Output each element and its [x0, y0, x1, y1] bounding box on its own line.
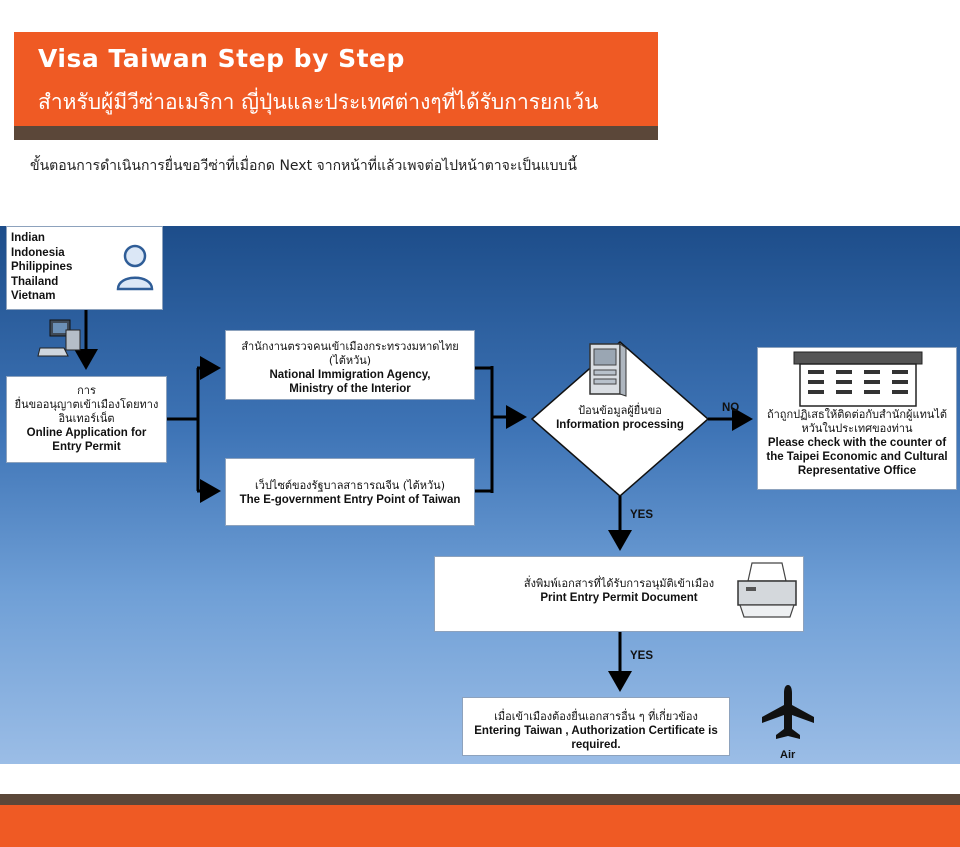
header-underline — [14, 126, 658, 140]
intro-text: ขั้นตอนการดำเนินการยื่นขอวีซ่าที่เมื่อกด… — [30, 158, 577, 174]
person-icon — [116, 244, 154, 291]
counter-box: ถ้าถูกปฏิเสธให้ติดต่อกับสำนักผู้แทนไต้ ห… — [757, 347, 957, 490]
flow-connectors — [74, 310, 753, 692]
building-icon — [793, 351, 923, 407]
no-label: NO — [722, 402, 740, 414]
decision-en-line: Information processing — [556, 419, 684, 431]
visa-flow-diagram: Indian Indonesia Philippines Thailand Vi… — [0, 226, 960, 764]
country-label: Thailand — [11, 275, 59, 288]
agency-th-line: (ไต้หวัน) — [328, 354, 372, 367]
agency-th-line: สำนักงานตรวจคนเข้าเมืองกระทรวงมหาดไทย — [241, 340, 459, 353]
printer-icon — [737, 562, 797, 618]
decision-text: ป้อนข้อมูลผู้ยื่นขอ Information processi… — [535, 404, 705, 432]
entering-taiwan-box: เมื่อเข้าเมืองต้องยื่นเอกสารอื่น ๆ ที่เก… — [462, 697, 730, 756]
counter-en-line: the Taipei Economic and Cultural — [766, 451, 948, 463]
server-icon — [589, 343, 627, 397]
airplane-icon — [762, 685, 814, 739]
entering-th-line: เมื่อเข้าเมืองต้องยื่นเอกสารอื่น ๆ ที่เก… — [494, 710, 698, 723]
application-th-line: ยื่นขออนุญาตเข้าเมืองโดยทาง — [14, 398, 159, 411]
countries-box: Indian Indonesia Philippines Thailand Vi… — [6, 226, 163, 310]
egov-th-line: เว็ปไซต์ของรัฐบาลสาธารณจีน (ไต้หวัน) — [255, 479, 445, 492]
header-banner: Visa Taiwan Step by Step สำหรับผู้มีวีซ่… — [14, 32, 658, 126]
application-th-line: การ — [77, 384, 96, 397]
application-en-line: Online Application for — [26, 427, 147, 439]
computer-icon — [37, 319, 81, 357]
online-application-box: การ ยื่นขออนุญาตเข้าเมืองโดยทาง อินเทอร์… — [6, 376, 167, 463]
counter-en-line: Representative Office — [797, 465, 917, 477]
page-title: Visa Taiwan Step by Step — [38, 44, 405, 73]
footer-bar-dark — [0, 794, 960, 805]
application-th-line: อินเทอร์เน็ต — [58, 412, 115, 425]
agency-en-line: Ministry of the Interior — [289, 383, 411, 395]
print-th-line: สั่งพิมพ์เอกสารที่ได้รับการอนุมัติเข้าเม… — [523, 577, 715, 590]
yes-label: YES — [630, 509, 654, 521]
application-en-line: Entry Permit — [52, 441, 121, 453]
decision-th-line: ป้อนข้อมูลผู้ยื่นขอ — [578, 404, 662, 417]
entering-en-line: required. — [571, 739, 621, 751]
country-label: Vietnam — [11, 290, 56, 302]
counter-en-line: Please check with the counter of — [767, 437, 947, 449]
print-en-line: Print Entry Permit Document — [540, 592, 698, 604]
agency-en-line: National Immigration Agency, — [269, 369, 431, 381]
country-label: Philippines — [11, 261, 73, 273]
immigration-agency-box: สำนักงานตรวจคนเข้าเมืองกระทรวงมหาดไทย (ไ… — [225, 330, 475, 400]
page-subtitle: สำหรับผู้มีวีซ่าอเมริกา ญี่ปุ่นและประเทศ… — [38, 90, 599, 114]
egov-portal-box: เว็ปไซต์ของรัฐบาลสาธารณจีน (ไต้หวัน) The… — [225, 458, 475, 526]
footer-bar-orange — [0, 805, 960, 847]
counter-th-line: ถ้าถูกปฏิเสธให้ติดต่อกับสำนักผู้แทนไต้ — [766, 408, 948, 421]
counter-th-line: หวันในประเทศของท่าน — [801, 422, 913, 435]
entering-en-line: Entering Taiwan , Authorization Certific… — [474, 725, 718, 737]
air-label: Air — [780, 749, 796, 761]
yes-label: YES — [630, 650, 654, 662]
country-label: Indian — [11, 232, 45, 244]
egov-en-line: The E-government Entry Point of Taiwan — [239, 494, 461, 506]
country-label: Indonesia — [11, 246, 65, 259]
